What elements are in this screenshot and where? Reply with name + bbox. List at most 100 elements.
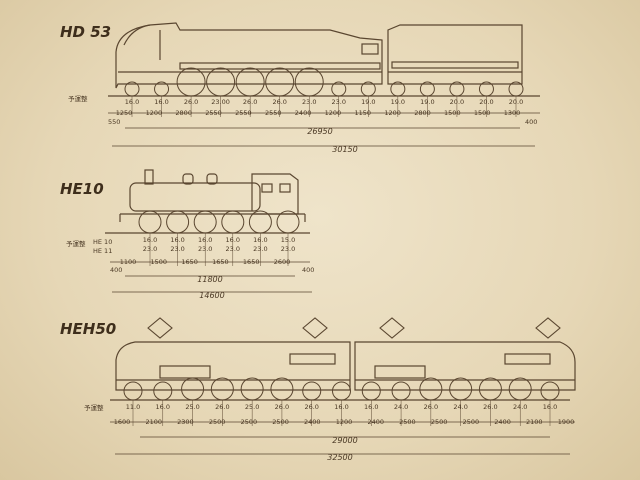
hd53-axle-load: 23.0	[332, 98, 346, 106]
heh50-wheel	[478, 377, 502, 401]
heh50-subtotal: 29000	[332, 436, 357, 445]
heh50-spacing: 2500	[272, 418, 289, 426]
hd53-spacing: 1200	[325, 109, 342, 117]
heh50-wheel	[361, 381, 381, 401]
heh50-wheel	[540, 381, 560, 401]
hd53-axle-load: 26.0	[243, 98, 257, 106]
hd53-engine	[115, 22, 383, 89]
hd53-spacing: 2550	[235, 109, 252, 117]
heh50-pantographs	[147, 317, 561, 339]
hd53-title: HD 53	[60, 23, 111, 41]
heh50-axle-load: 26.0	[304, 403, 318, 411]
heh50-wheel	[419, 377, 443, 401]
heh50-axle-load: 26.0	[275, 403, 289, 411]
hd53-axle-load: 19.0	[361, 98, 375, 106]
heh50-axle-load: 24.0	[513, 403, 527, 411]
heh50-wheel	[153, 381, 173, 401]
heh50-spacing: 2500	[431, 418, 448, 426]
heh50-spacing: 2100	[145, 418, 162, 426]
heh50-spacing: 2100	[526, 418, 543, 426]
he10-spacing: 1650	[212, 258, 229, 266]
heh50-axle-load: 26.0	[215, 403, 229, 411]
heh50-wheel	[270, 377, 294, 401]
he10-spacing: 2600	[274, 258, 291, 266]
heh50-wheel	[210, 377, 234, 401]
he10-end-right: 400	[302, 266, 314, 274]
heh50-axle-load: 11.0	[126, 403, 140, 411]
he10-model-label-2: HE 11	[93, 247, 112, 255]
hd53-axle-load: 19.0	[391, 98, 405, 106]
heh50-spacing: 2300	[177, 418, 194, 426]
heh50-axle-load: 26.0	[483, 403, 497, 411]
he10-spacing: 1500	[151, 258, 168, 266]
heh50-spacing: 2500	[399, 418, 416, 426]
heh50-axle-load: 16.0	[156, 403, 170, 411]
hd53-total: 30150	[332, 145, 357, 154]
heh50-axle-load: 25.0	[185, 403, 199, 411]
hd53-spacing: 2800	[175, 109, 192, 117]
hd53-spacing: 2550	[265, 109, 282, 117]
hd53-axle-load: 23.00	[211, 98, 230, 106]
he10-axle-load-alt: 23.0	[281, 245, 295, 253]
heh50-wheel	[508, 377, 532, 401]
he10-total: 14600	[199, 291, 224, 300]
heh50-spacing: 2400	[304, 418, 321, 426]
heh50-spacing: 2400	[494, 418, 511, 426]
heh50-spacing: 2500	[209, 418, 226, 426]
he10-group: HE10 予運整 HE 10 HE 11 16.023.016.023.016.…	[60, 169, 314, 300]
heh50-total: 32500	[327, 453, 352, 462]
he10-axle-load-alt: 23.0	[253, 245, 267, 253]
hd53-axle-load: 20.0	[450, 98, 464, 106]
hd53-spacing: 1500	[444, 109, 461, 117]
hd53-row-label: 予運整	[68, 94, 88, 103]
hd53-axle-load: 19.0	[420, 98, 434, 106]
he10-axle-load-alt: 23.0	[226, 245, 240, 253]
heh50-spacing: 2500	[241, 418, 258, 426]
hd53-axle-load: 16.0	[154, 98, 168, 106]
he10-axle-load: 16.0	[143, 236, 157, 244]
heh50-spacing: 2400	[367, 418, 384, 426]
heh50-wheel	[240, 377, 264, 401]
heh50-spacing: 2500	[463, 418, 480, 426]
hd53-spacing: 1250	[116, 109, 133, 117]
hd53-axle-load: 26.0	[272, 98, 286, 106]
heh50-spacing: 1900	[558, 418, 575, 426]
he10-title: HE10	[60, 180, 104, 198]
hd53-axle-load: 16.0	[125, 98, 139, 106]
hd53-spacing: 2800	[414, 109, 431, 117]
heh50-axle-load: 25.0	[245, 403, 259, 411]
hd53-subtotal: 26950	[307, 127, 332, 136]
heh50-axle-load: 16.0	[543, 403, 557, 411]
heh50-axle-load: 16.0	[364, 403, 378, 411]
hd53-spacing: 1200	[384, 109, 401, 117]
he10-row-label: 予運整	[66, 239, 86, 248]
heh50-body	[115, 341, 576, 391]
he10-axle-load: 15.0	[281, 236, 295, 244]
heh50-axle-load: 24.0	[453, 403, 467, 411]
hd53-spacing: 2550	[205, 109, 222, 117]
heh50-axle-load: 24.0	[394, 403, 408, 411]
he10-spacing: 1650	[181, 258, 198, 266]
hd53-end-right: 400	[525, 118, 537, 126]
heh50-axle-load: 16.0	[334, 403, 348, 411]
he10-axle-load: 16.0	[170, 236, 184, 244]
hd53-axle-load: 23.0	[302, 98, 316, 106]
heh50-wheel	[449, 377, 473, 401]
he10-model-label-1: HE 10	[93, 238, 112, 246]
hd53-spacing: 1200	[146, 109, 163, 117]
he10-axle-load-alt: 23.0	[198, 245, 212, 253]
hd53-axle-load: 20.0	[479, 98, 493, 106]
hd53-spacing: 2400	[295, 109, 312, 117]
heh50-spacing: 1200	[336, 418, 353, 426]
heh50-wheel	[332, 381, 351, 401]
heh50-wheel	[391, 381, 411, 401]
he10-engine	[119, 169, 306, 222]
hd53-tender	[387, 24, 523, 85]
heh50-wheel	[181, 377, 205, 401]
heh50-spacing: 1600	[114, 418, 131, 426]
